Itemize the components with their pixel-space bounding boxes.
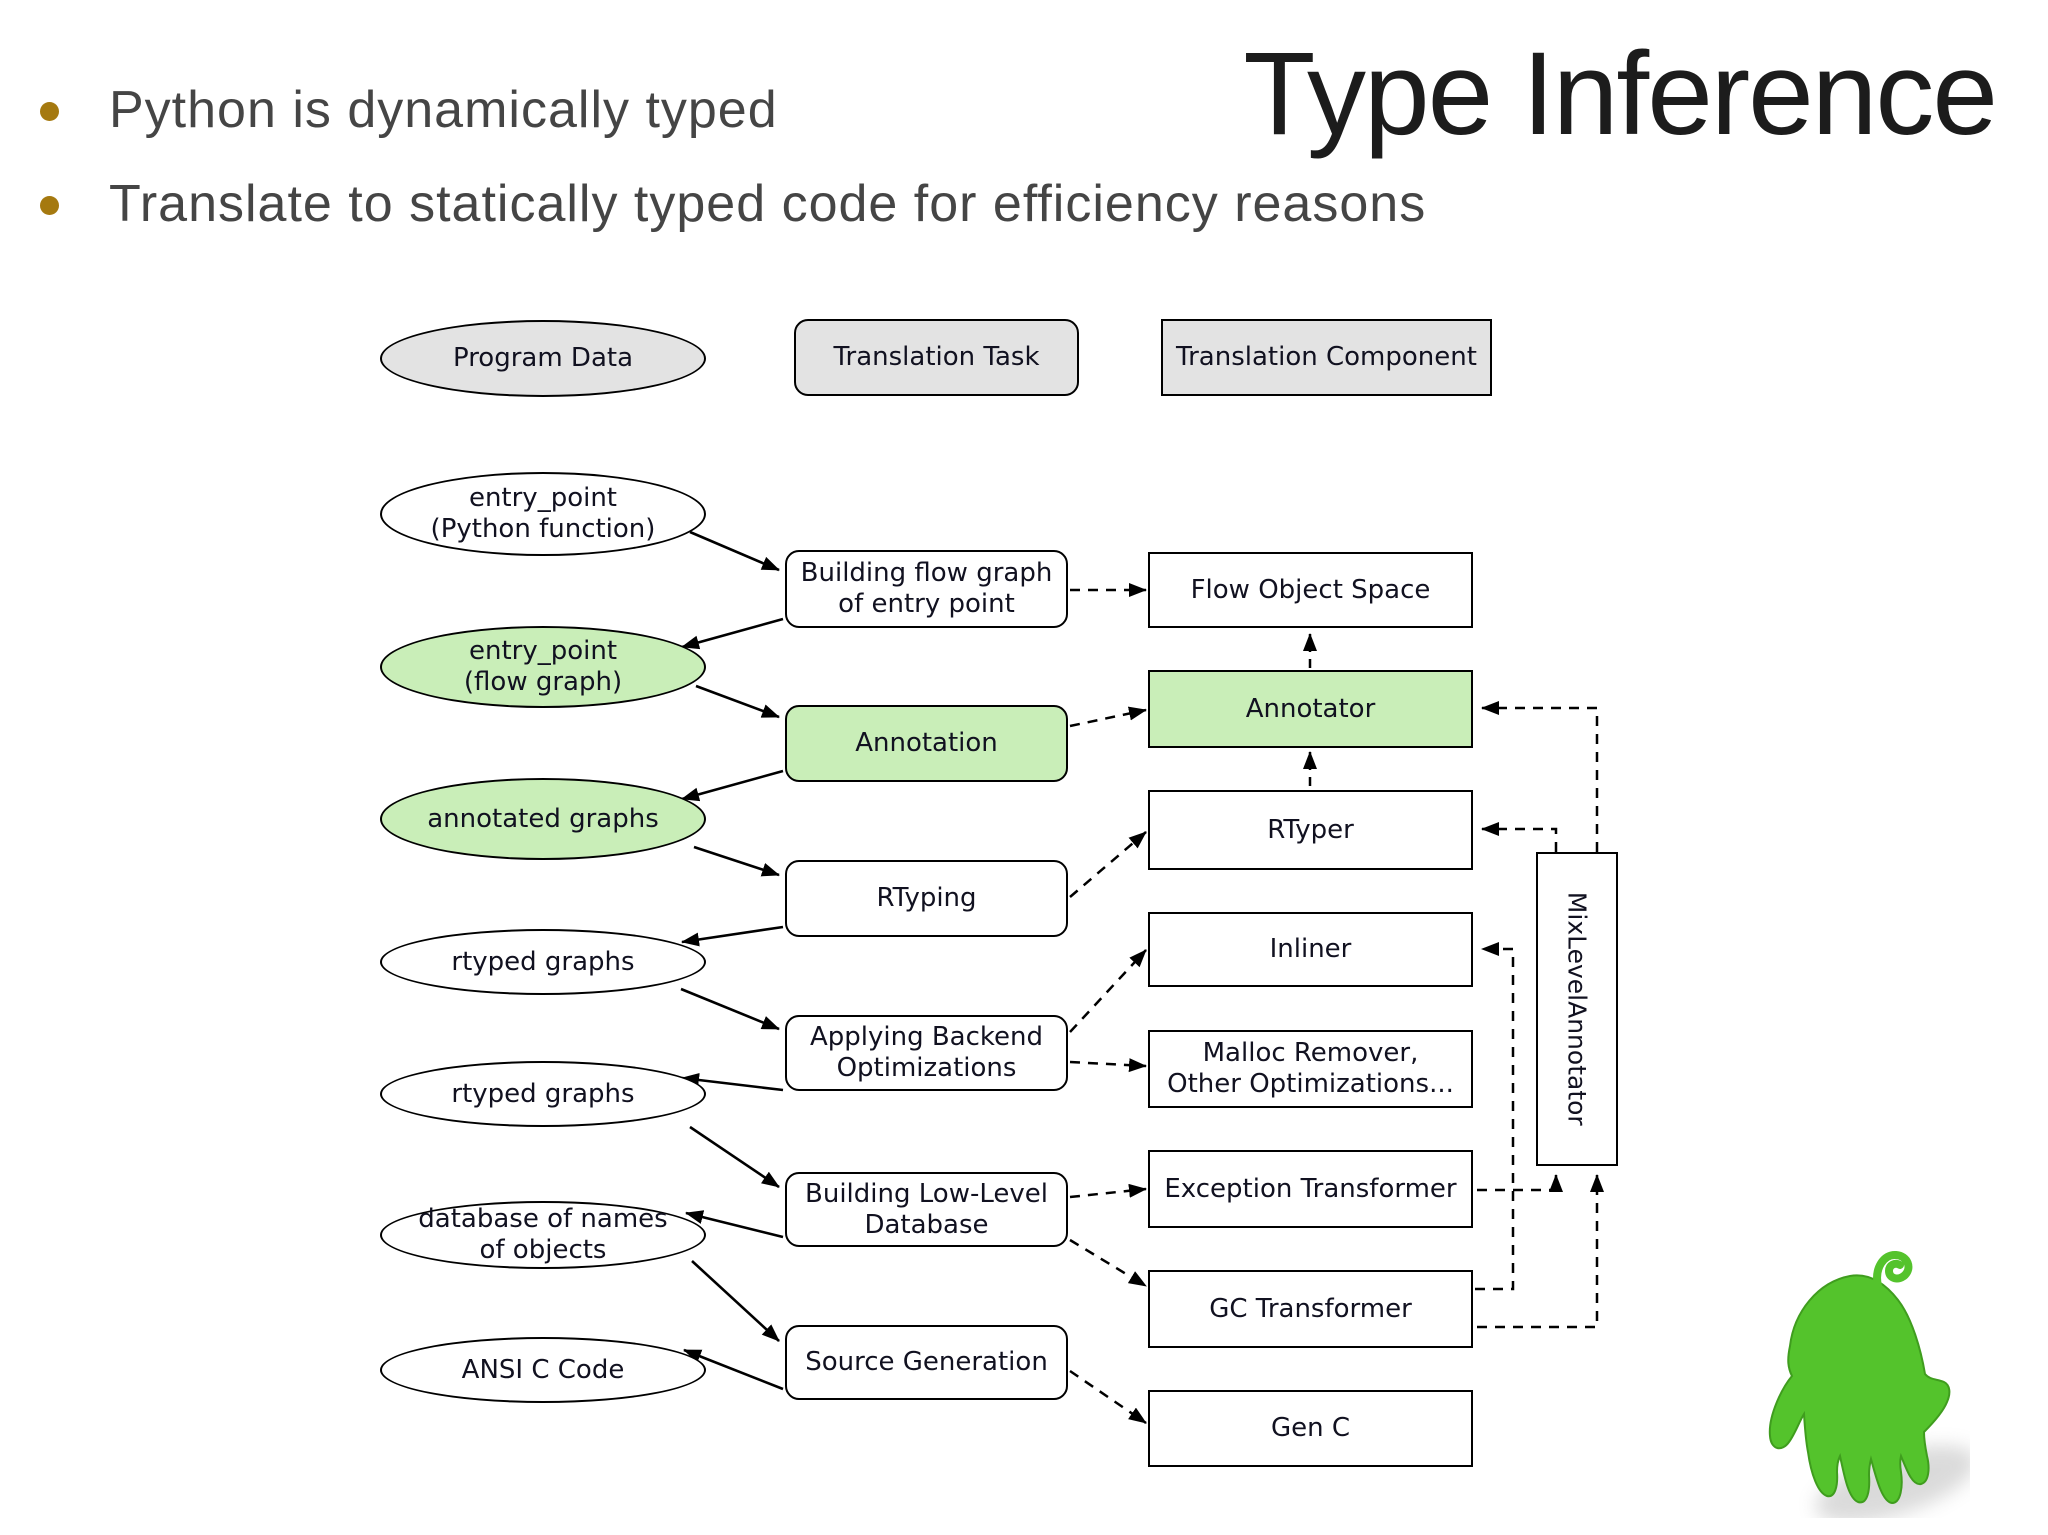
comp-gen-c: Gen C — [1148, 1390, 1473, 1467]
bullet-item: Translate to statically typed code for e… — [40, 174, 1426, 234]
node-database-of-names: database of names of objects — [380, 1201, 706, 1269]
node-entry-point-python: entry_point (Python function) — [380, 472, 706, 556]
node-label: entry_point (flow graph) — [463, 636, 623, 697]
task-building-low-level-database: Building Low-Level Database — [785, 1172, 1068, 1247]
task-building-flow-graph: Building flow graph of entry point — [785, 550, 1068, 628]
node-rtyped-graphs-1: rtyped graphs — [380, 929, 706, 995]
dashed-task-component-arrows — [1069, 583, 1147, 1425]
node-label: RTyper — [1267, 814, 1354, 845]
legend-program-data: Program Data — [380, 320, 706, 397]
node-label: rtyped graphs — [451, 1078, 635, 1109]
node-label: annotated graphs — [427, 803, 659, 834]
bullet-item: Python is dynamically typed — [40, 80, 778, 140]
node-label: Applying Backend Optimizations — [809, 1022, 1044, 1083]
page-title: Type Inference — [1243, 28, 1998, 160]
legend-label: Translation Component — [1176, 342, 1477, 373]
node-label: Malloc Remover, Other Optimizations... — [1167, 1038, 1454, 1099]
node-label: Exception Transformer — [1164, 1173, 1457, 1204]
legend-label: Translation Task — [833, 342, 1040, 373]
mixlevel-annotator-box: MixLevelAnnotator — [1536, 852, 1618, 1166]
node-label: Inliner — [1269, 934, 1352, 965]
task-applying-backend-optimizations: Applying Backend Optimizations — [785, 1015, 1068, 1091]
node-label: Annotation — [855, 728, 998, 759]
node-label: MixLevelAnnotator — [1562, 892, 1592, 1126]
comp-exception-transformer: Exception Transformer — [1148, 1150, 1473, 1228]
node-label: RTyping — [876, 883, 977, 914]
bullet-text: Translate to statically typed code for e… — [109, 175, 1427, 233]
comp-flow-object-space: Flow Object Space — [1148, 552, 1473, 628]
node-label: rtyped graphs — [451, 946, 635, 977]
node-label: Building flow graph of entry point — [800, 558, 1053, 619]
task-rtyping: RTyping — [785, 860, 1068, 937]
task-annotation: Annotation — [785, 705, 1068, 782]
comp-annotator: Annotator — [1148, 670, 1473, 748]
node-label: Flow Object Space — [1190, 574, 1431, 605]
comp-rtyper: RTyper — [1148, 790, 1473, 870]
node-label: Gen C — [1270, 1413, 1351, 1444]
node-label: database of names of objects — [418, 1204, 668, 1265]
comp-malloc-remover: Malloc Remover, Other Optimizations... — [1148, 1030, 1473, 1108]
legend-translation-component: Translation Component — [1161, 319, 1492, 396]
node-ansi-c-code: ANSI C Code — [380, 1337, 706, 1403]
node-label: entry_point (Python function) — [430, 483, 656, 544]
comp-gc-transformer: GC Transformer — [1148, 1270, 1473, 1348]
node-label: Source Generation — [805, 1347, 1048, 1378]
comp-inliner: Inliner — [1148, 912, 1473, 987]
pypy-hand-logo — [1768, 1251, 1970, 1518]
legend-label: Program Data — [452, 343, 634, 374]
bullet-text: Python is dynamically typed — [109, 81, 778, 139]
node-label: ANSI C Code — [461, 1354, 625, 1385]
task-source-generation: Source Generation — [785, 1325, 1068, 1400]
legend-translation-task: Translation Task — [794, 319, 1079, 396]
bullet-icon — [40, 102, 59, 121]
node-label: Annotator — [1245, 693, 1376, 724]
bullet-icon — [40, 196, 59, 215]
node-entry-point-flow-graph: entry_point (flow graph) — [380, 626, 706, 708]
node-rtyped-graphs-2: rtyped graphs — [380, 1061, 706, 1127]
node-label: GC Transformer — [1209, 1293, 1412, 1324]
node-label: Building Low-Level Database — [805, 1178, 1048, 1240]
node-annotated-graphs: annotated graphs — [380, 778, 706, 860]
